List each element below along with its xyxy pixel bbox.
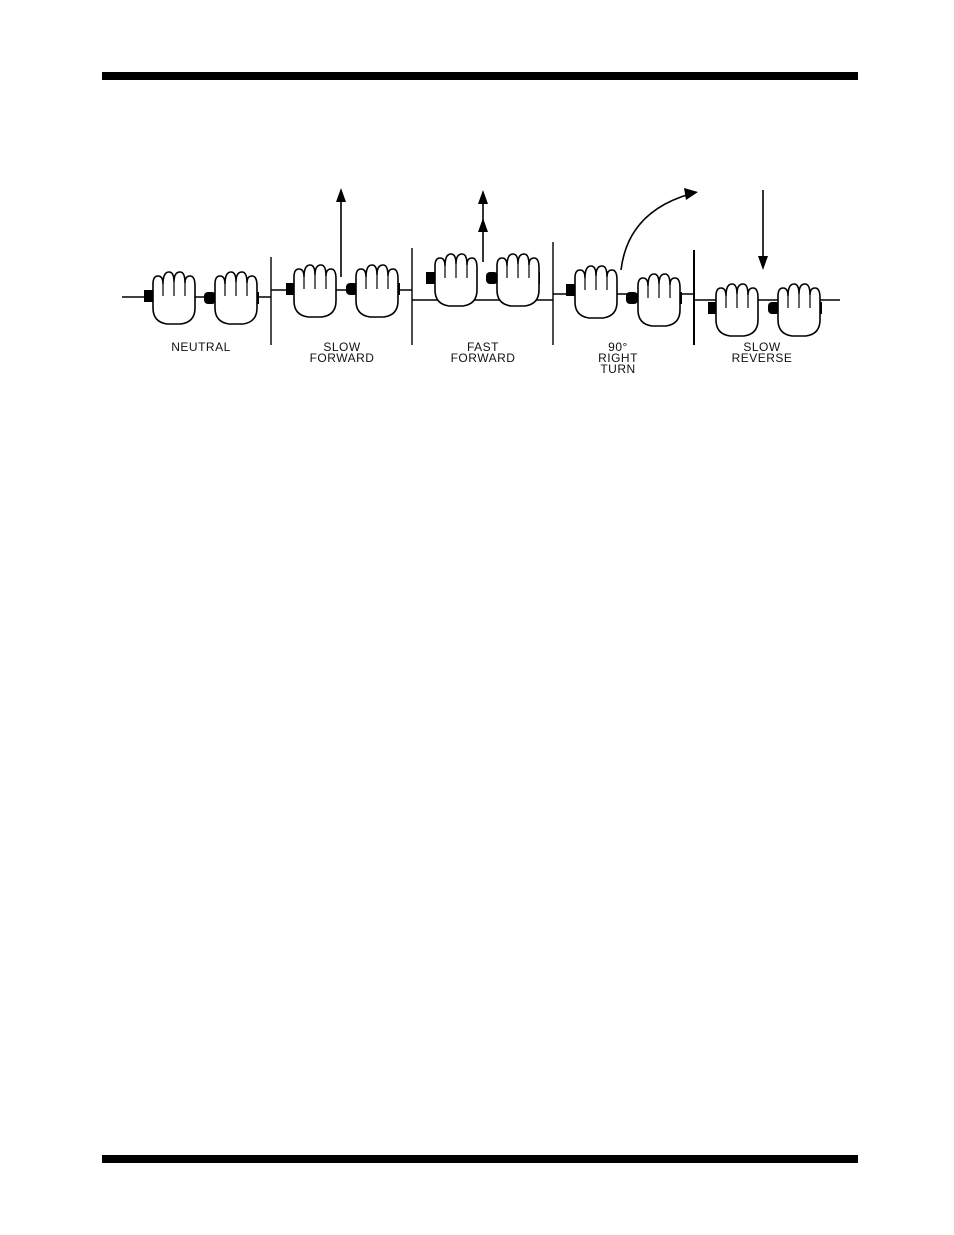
neutral-label-line: NEUTRAL bbox=[171, 340, 231, 354]
slow-reverse-bar bbox=[694, 190, 840, 337]
arrow-up-icon bbox=[478, 190, 488, 204]
top-rule bbox=[102, 72, 858, 80]
diagram-graphic bbox=[122, 188, 840, 345]
slow-forward-label: SLOW FORWARD bbox=[302, 340, 382, 365]
right-turn-bar bbox=[553, 188, 698, 327]
right-turn-label: 90° RIGHT TURN bbox=[588, 340, 648, 376]
arrow-up-icon bbox=[336, 188, 346, 202]
slow-reverse-label-line: SLOW bbox=[743, 340, 781, 354]
fast-forward-label: FAST FORWARD bbox=[443, 340, 523, 365]
right-turn-label-line: 90° bbox=[608, 340, 628, 354]
right-turn-label-line: TURN bbox=[600, 362, 636, 376]
neutral-bar bbox=[122, 271, 271, 325]
fast-forward-bar bbox=[412, 190, 553, 307]
right-turn-label-line: RIGHT bbox=[598, 351, 638, 365]
slow-reverse-label-line: REVERSE bbox=[731, 351, 793, 365]
slow-forward-label-line: SLOW bbox=[323, 340, 361, 354]
control-bar-diagram: NEUTRAL SLOW FORWARD FAST FORWARD 90° RI… bbox=[108, 182, 854, 382]
fast-forward-label-line: FORWARD bbox=[450, 351, 516, 365]
fast-forward-label-line: FAST bbox=[466, 340, 499, 354]
slow-forward-bar bbox=[271, 188, 412, 318]
slow-reverse-label: SLOW REVERSE bbox=[722, 340, 802, 365]
slow-forward-label-line: FORWARD bbox=[309, 351, 375, 365]
arrow-up-icon bbox=[478, 218, 488, 232]
curved-arrow-icon bbox=[684, 188, 698, 200]
neutral-label: NEUTRAL bbox=[166, 340, 236, 354]
bottom-rule bbox=[102, 1155, 858, 1163]
arrow-down-icon bbox=[758, 256, 768, 270]
